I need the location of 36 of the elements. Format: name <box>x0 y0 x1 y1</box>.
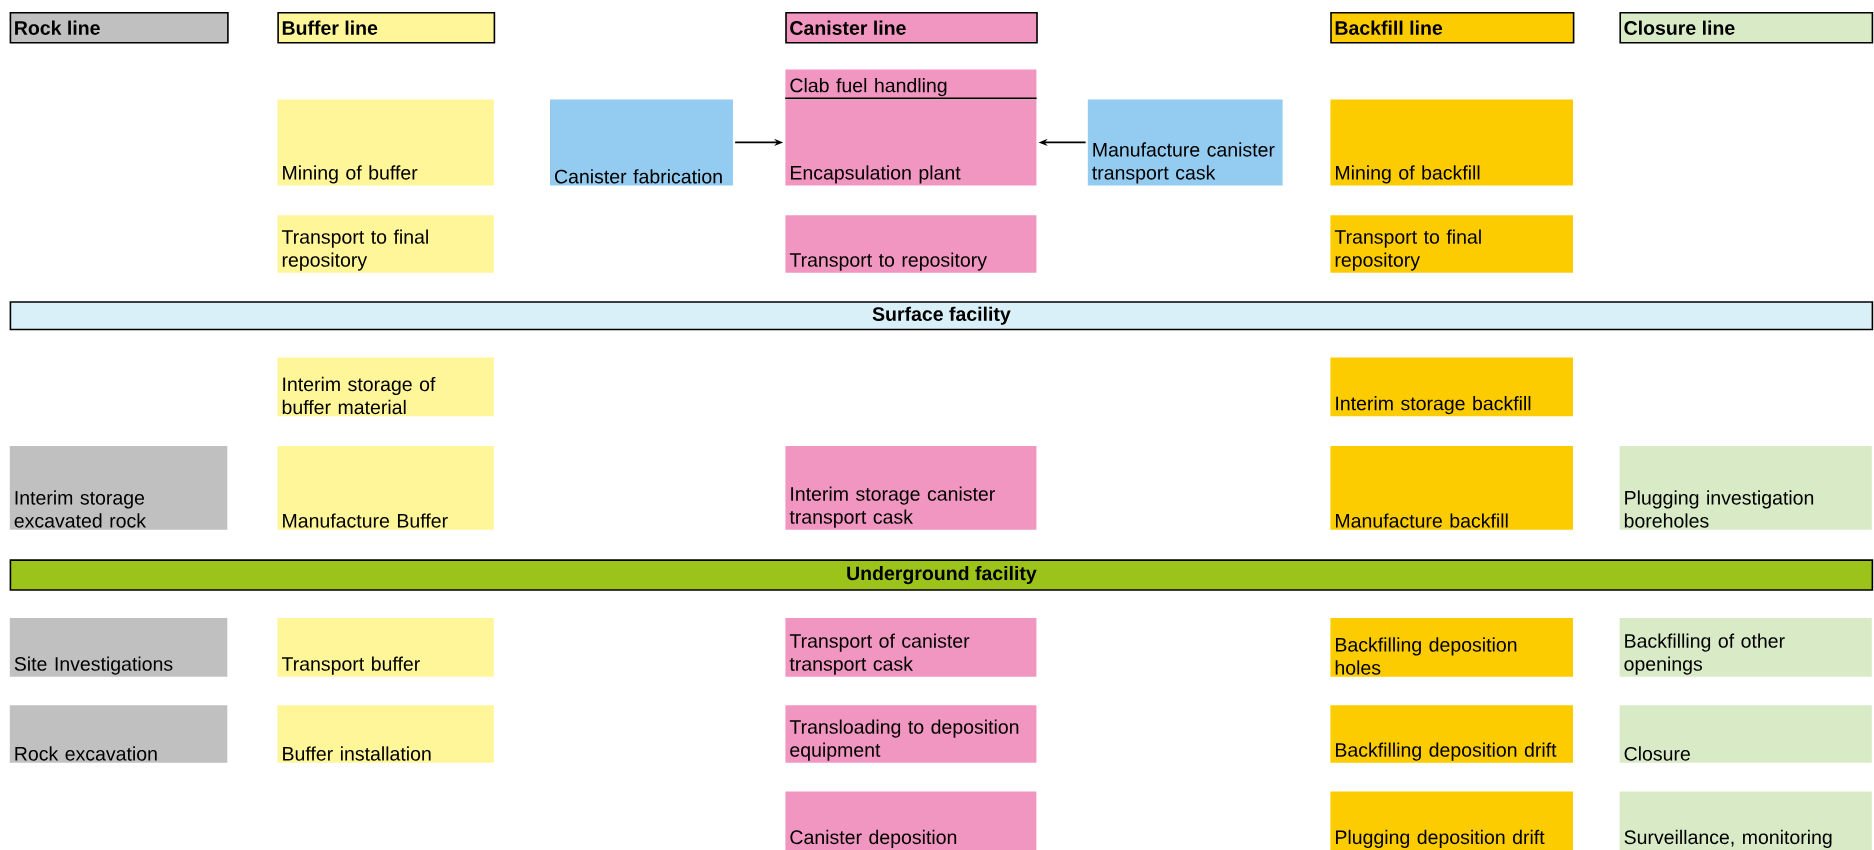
process-box: Transport to final repository <box>1330 215 1573 273</box>
process-box: Closure <box>1619 705 1872 763</box>
process-box: Interim storage of buffer material <box>277 357 494 417</box>
process-box: Mining of buffer <box>277 99 494 186</box>
process-box: Transport to repository <box>785 215 1037 273</box>
process-box: Backfilling of other openings <box>1619 618 1872 677</box>
process-box: Plugging deposition drift <box>1330 791 1573 850</box>
process-box: Surveillance, monitoring <box>1619 791 1872 850</box>
process-box: Manufacture canister transport cask <box>1087 99 1283 186</box>
process-box: Plugging investigation boreholes <box>1619 446 1872 530</box>
node-label: Encapsulation plant <box>791 165 961 184</box>
process-box: Interim storage backfill <box>1330 357 1573 417</box>
process-box: Transport to final repository <box>277 215 494 273</box>
process-box: Interim storage canister transport cask <box>785 446 1037 530</box>
process-box: Transport of canister transport cask <box>785 618 1037 677</box>
process-box: Backfilling deposition drift <box>1330 705 1573 763</box>
process-box: Buffer installation <box>277 705 494 763</box>
process-box: Transport buffer <box>277 618 494 677</box>
process-box: Rock excavation <box>9 705 228 763</box>
process-box: Site Investigations <box>9 618 228 677</box>
column-header: Closure line <box>1619 12 1874 44</box>
process-box: Manufacture Buffer <box>277 446 494 530</box>
process-box: Transloading to deposition equipment <box>785 705 1037 763</box>
process-box: Clab fuel handling <box>784 69 1038 100</box>
facility-band: Underground facility <box>9 559 1874 591</box>
process-box: Mining of backfill <box>1330 99 1573 186</box>
column-header: Canister line <box>785 12 1038 44</box>
column-header: Backfill line <box>1330 12 1575 44</box>
process-box: Backfilling deposition holes <box>1330 618 1573 677</box>
column-header: Rock line <box>9 12 229 44</box>
process-box: Manufacture backfill <box>1330 446 1573 530</box>
process-box: Canister fabrication <box>550 99 733 186</box>
process-box: Interim storage excavated rock <box>9 446 228 530</box>
facility-band: Surface facility <box>9 301 1874 331</box>
column-header: Buffer line <box>277 12 496 44</box>
process-box: Canister deposition <box>785 791 1037 850</box>
